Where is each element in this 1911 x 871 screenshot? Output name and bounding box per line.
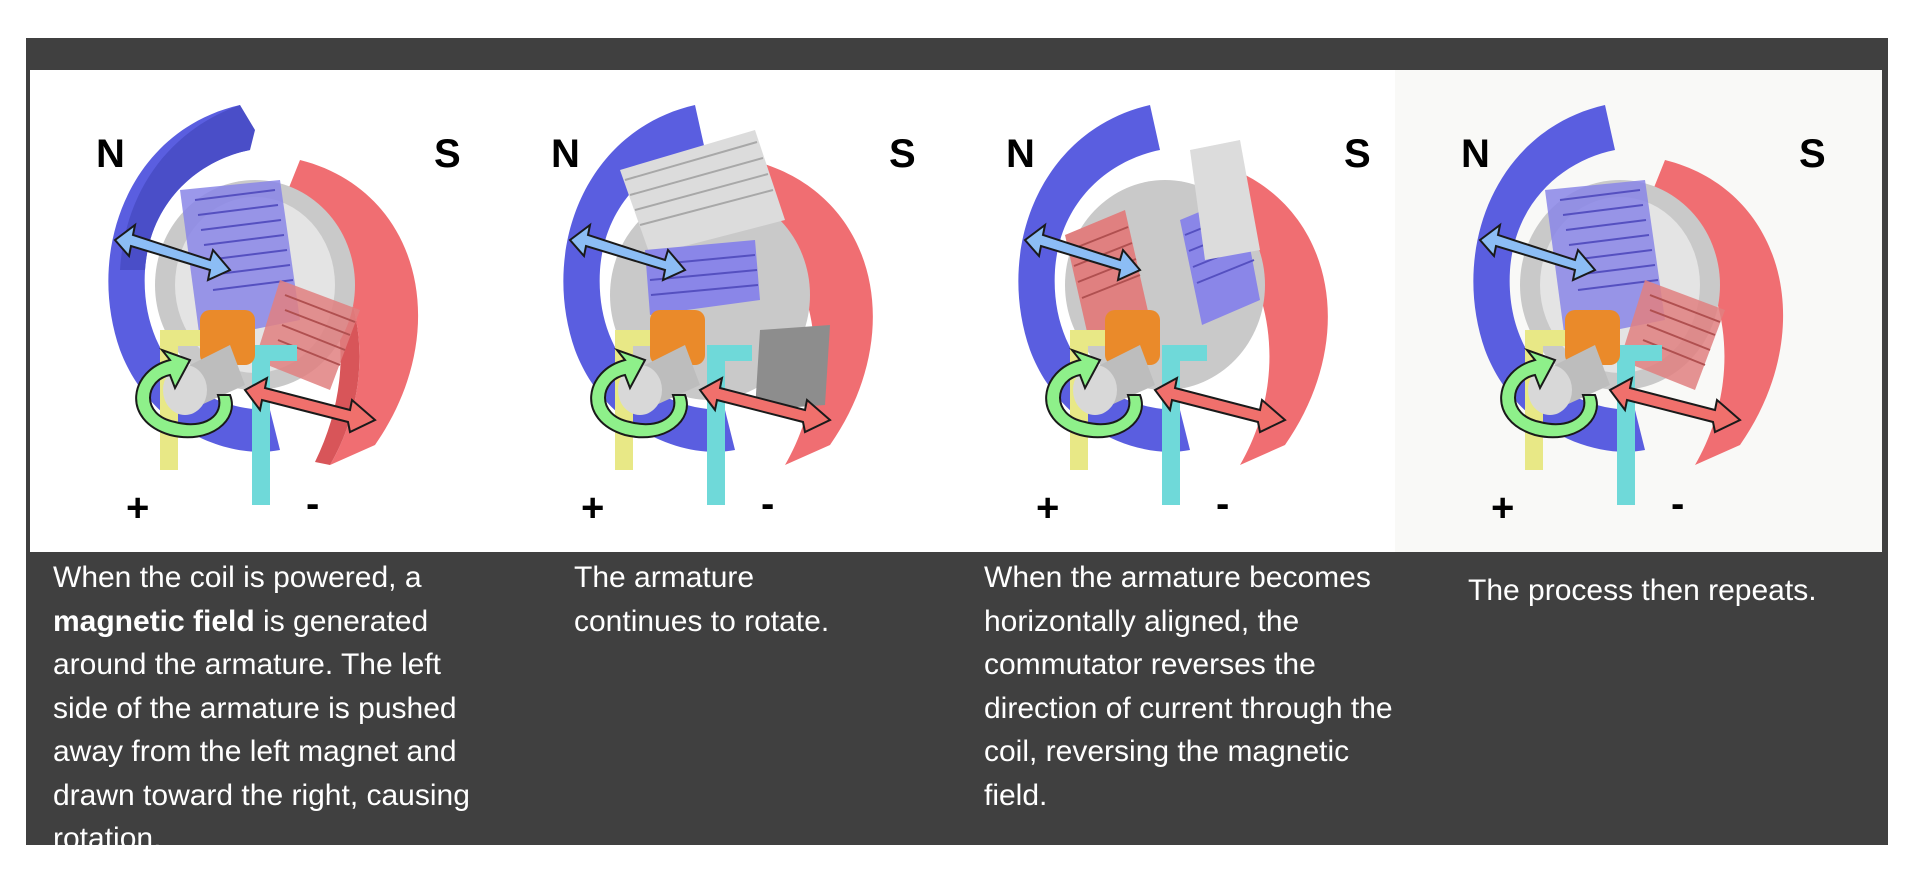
north-magnet-icon [563, 105, 735, 452]
negative-terminal-label: - [761, 482, 775, 526]
motor-panel-3: N S + - [940, 70, 1395, 552]
caption-4: The process then repeats. [1468, 574, 1817, 607]
negative-terminal-label: - [1216, 482, 1230, 526]
north-magnet-icon [1473, 105, 1645, 452]
north-pole-label: N [1461, 132, 1490, 176]
commutator-icon [1565, 310, 1620, 365]
positive-terminal-label: + [1491, 486, 1515, 530]
caption-1-lead: When the coil is powered, a [53, 561, 422, 594]
motor-illustration-strip: N S + - [30, 70, 1882, 552]
caption-2: The armature continues to rotate. [574, 561, 830, 638]
field-arrow-icon [1023, 222, 1142, 282]
negative-terminal-label: - [1671, 482, 1685, 526]
positive-terminal-label: + [126, 486, 150, 530]
rotation-arrow-icon [135, 347, 233, 439]
south-pole-label: S [889, 132, 916, 176]
positive-terminal-label: + [1036, 486, 1060, 530]
north-magnet-icon [1018, 105, 1190, 452]
rotation-arrow-icon [1045, 347, 1143, 439]
south-pole-label: S [434, 132, 461, 176]
motor-drawing-4 [1473, 105, 1784, 505]
motor-panel-4: N S + - [1395, 70, 1882, 552]
field-arrow-icon [568, 222, 687, 282]
motor-drawing-1 [108, 105, 419, 505]
motor-drawing-3 [1018, 105, 1328, 505]
south-magnet-icon [280, 160, 419, 465]
field-arrow-icon [113, 222, 232, 282]
south-magnet-icon [1190, 160, 1328, 465]
south-pole-label: S [1344, 132, 1371, 176]
caption-1-rest: is generated around the armature. The le… [53, 604, 470, 856]
negative-terminal-label: - [306, 482, 320, 526]
motor-panel-2: N S + - [485, 70, 940, 552]
caption-row: When the coil is powered, a magnetic fie… [26, 552, 1888, 855]
commutator-icon [1105, 310, 1160, 365]
commutator-icon [650, 310, 705, 365]
positive-terminal-label: + [581, 486, 605, 530]
south-magnet-icon [735, 160, 873, 465]
motor-panel-1: N S + - [30, 70, 485, 552]
caption-1-bold-term: magnetic field [53, 604, 255, 638]
north-pole-label: N [96, 132, 125, 176]
caption-3: When the armature becomes horizontally a… [984, 561, 1393, 812]
commutator-icon [200, 310, 255, 365]
caption-1: When the coil is powered, a magnetic fie… [53, 556, 493, 861]
south-magnet-icon [1645, 160, 1784, 465]
north-pole-label: N [551, 132, 580, 176]
rotation-arrow-icon [590, 347, 688, 439]
field-arrow-icon [1478, 222, 1597, 282]
motor-drawing-2 [563, 105, 873, 505]
diagram-frame: N S + - [26, 38, 1888, 855]
south-pole-label: S [1799, 132, 1826, 176]
rotation-arrow-icon [1500, 347, 1598, 439]
north-pole-label: N [1006, 132, 1035, 176]
